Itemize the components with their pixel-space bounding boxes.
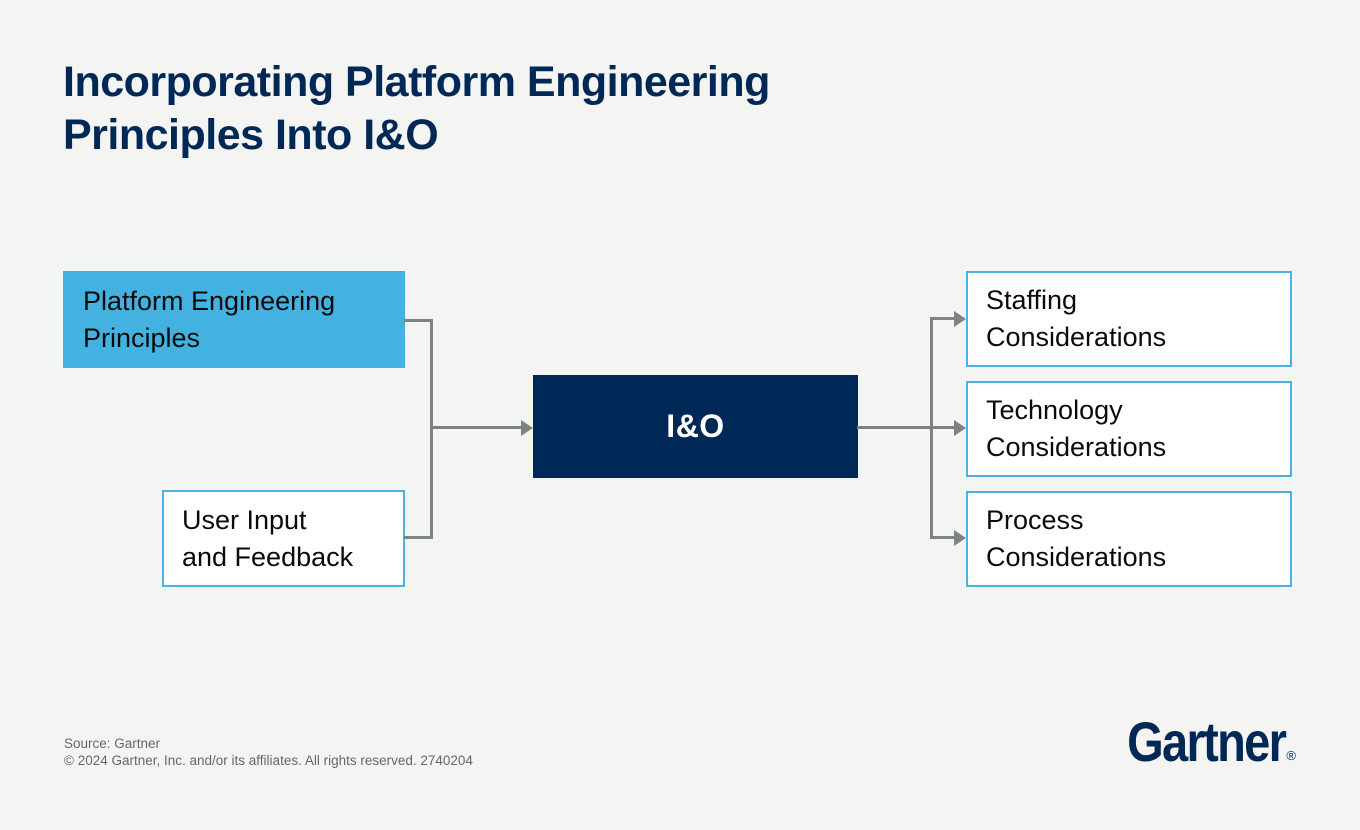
connector-line [404,536,433,539]
source-line: Source: Gartner [64,736,161,751]
connector-line [430,319,433,539]
node-label: Process Considerations [986,505,1167,572]
connector-line [404,319,433,322]
node-label: Platform Engineering Principles [83,285,336,353]
node-label: Technology Considerations [986,395,1167,462]
connector-line [930,536,954,539]
connector-line [430,426,522,429]
arrowhead-icon [954,420,966,436]
copyright-line: © 2024 Gartner, Inc. and/or its affiliat… [64,753,473,768]
node-staffing-considerations: Staffing Considerations [966,271,1292,367]
connector-line [930,317,954,320]
node-label: Staffing Considerations [986,285,1167,352]
node-platform-engineering-principles: Platform Engineering Principles [63,271,405,368]
arrowhead-icon [954,530,966,546]
page-title: Incorporating Platform Engineering Princ… [63,58,770,159]
node-io: I&O [533,375,858,478]
arrowhead-icon [954,311,966,327]
gartner-logo-wordmark: Gartner [1127,710,1287,773]
source-attribution: Source: Gartner © 2024 Gartner, Inc. and… [64,735,473,769]
node-user-input-and-feedback: User Input and Feedback [162,490,405,587]
registered-trademark-icon: ® [1286,748,1296,763]
gartner-logo: Gartner ® [1097,713,1296,771]
connector-line [857,426,933,429]
node-process-considerations: Process Considerations [966,491,1292,587]
node-label: User Input and Feedback [182,504,354,572]
node-label: I&O [666,408,725,444]
node-technology-considerations: Technology Considerations [966,381,1292,477]
arrowhead-icon [521,420,533,436]
connector-line [930,426,954,429]
